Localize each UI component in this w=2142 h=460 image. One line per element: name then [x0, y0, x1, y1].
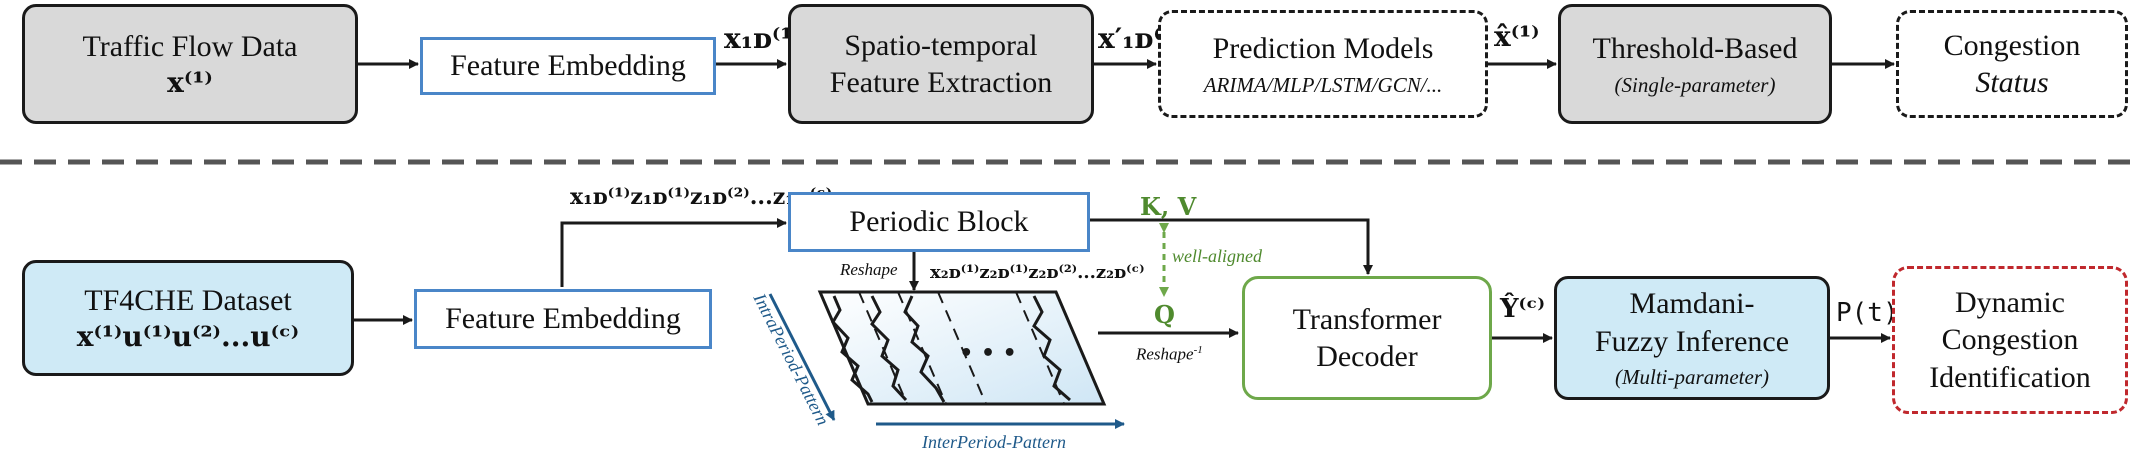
periodic-block-box: Periodic Block	[788, 192, 1090, 252]
spatiotemporal-box: Spatio-temporal Feature Extraction	[788, 4, 1094, 124]
intra-period-label: IntraPeriod-Pattern	[749, 289, 833, 428]
p-t-label: P(t)	[1836, 298, 1899, 328]
transformer-line1: Transformer	[1292, 302, 1442, 336]
spatiotemporal-line2: Feature Extraction	[829, 66, 1053, 99]
q-label: Q	[1154, 300, 1175, 329]
feature-embedding-bottom-title: Feature Embedding	[445, 302, 681, 336]
kv-label: K, V	[1140, 192, 1197, 221]
traffic-flow-title: Traffic Flow Data	[82, 29, 298, 63]
feature-embedding-bottom-box: Feature Embedding	[414, 289, 712, 349]
transformer-decoder-box: Transformer Decoder	[1242, 276, 1492, 400]
reshape-label: Reshape	[840, 260, 898, 279]
prediction-models-subtitle: ARIMA/MLP/LSTM/GCN/...	[1203, 72, 1443, 97]
mamdani-subtitle: (Multi-parameter)	[1615, 365, 1769, 390]
reshape-inverse-label: Reshape-1	[1136, 344, 1203, 365]
congestion-line2: Status	[1975, 66, 2049, 99]
threshold-title: Threshold-Based	[1592, 32, 1798, 66]
grid-divider	[1015, 291, 1065, 405]
congestion-status-box: Congestion Status	[1896, 10, 2128, 118]
congestion-line1: Congestion	[1943, 28, 2081, 62]
traffic-flow-data-box: Traffic Flow Data x⁽¹⁾	[22, 4, 358, 124]
prediction-models-box: Prediction Models ARIMA/MLP/LSTM/GCN/...	[1158, 10, 1488, 118]
feature-embedding-top-title: Feature Embedding	[450, 49, 686, 83]
reshape-2d-label: x₂ᴅ⁽¹⁾z₂ᴅ⁽¹⁾z₂ᴅ⁽²⁾...z₂ᴅ⁽ᶜ⁾	[930, 262, 1145, 283]
dataset-title: TF4CHE Dataset	[84, 283, 292, 317]
dynamic-line1: Dynamic	[1955, 285, 2065, 319]
intra-period-axis	[768, 293, 836, 421]
reshape-inverse-text: Reshape	[1136, 344, 1194, 364]
reshape-inverse-sup: -1	[1193, 344, 1203, 356]
period-grid-2d: • • •	[817, 290, 1107, 406]
y-hat-label: Ŷ⁽ᶜ⁾	[1500, 294, 1546, 324]
dynamic-congestion-box: Dynamic Congestion Identification	[1892, 266, 2128, 414]
traffic-flow-math: x⁽¹⁾	[167, 66, 213, 100]
grid-dots: • • •	[959, 341, 1017, 366]
inter-period-label: InterPeriod-Pattern	[921, 432, 1066, 452]
spatiotemporal-line1: Spatio-temporal	[844, 28, 1038, 62]
period-curve	[903, 295, 946, 403]
grid-divider	[937, 291, 987, 405]
feature-embedding-top-box: Feature Embedding	[420, 37, 716, 95]
prediction-models-title: Prediction Models	[1212, 32, 1434, 66]
edge-label-x1d: x₁ᴅ⁽¹⁾	[724, 22, 801, 55]
mamdani-line1: Mamdani-	[1629, 287, 1755, 321]
grid-divider	[858, 291, 908, 405]
transformer-line2: Decoder	[1316, 340, 1418, 373]
mamdani-fuzzy-box: Mamdani- Fuzzy Inference (Multi-paramete…	[1554, 276, 1830, 400]
arrow-periodic-to-transformer-kv	[1090, 218, 1373, 275]
period-curve	[831, 295, 874, 403]
dynamic-line3: Identification	[1929, 360, 2091, 394]
dataset-math: x⁽¹⁾u⁽¹⁾u⁽²⁾...u⁽ᶜ⁾	[76, 320, 300, 354]
well-aligned-label: well-aligned	[1172, 246, 1262, 266]
tf4che-dataset-box: TF4CHE Dataset x⁽¹⁾u⁽¹⁾u⁽²⁾...u⁽ᶜ⁾	[22, 260, 354, 376]
mamdani-line2: Fuzzy Inference	[1594, 324, 1790, 358]
arrow-embedding-to-periodic	[560, 218, 787, 287]
period-curve	[1032, 295, 1071, 402]
edge-label-xhat: x̂⁽¹⁾	[1494, 20, 1540, 53]
threshold-based-box: Threshold-Based (Single-parameter)	[1558, 4, 1832, 124]
dynamic-line2: Congestion	[1941, 323, 2079, 357]
threshold-subtitle: (Single-parameter)	[1614, 72, 1776, 97]
period-curve	[870, 295, 908, 402]
periodic-block-title: Periodic Block	[849, 205, 1029, 239]
